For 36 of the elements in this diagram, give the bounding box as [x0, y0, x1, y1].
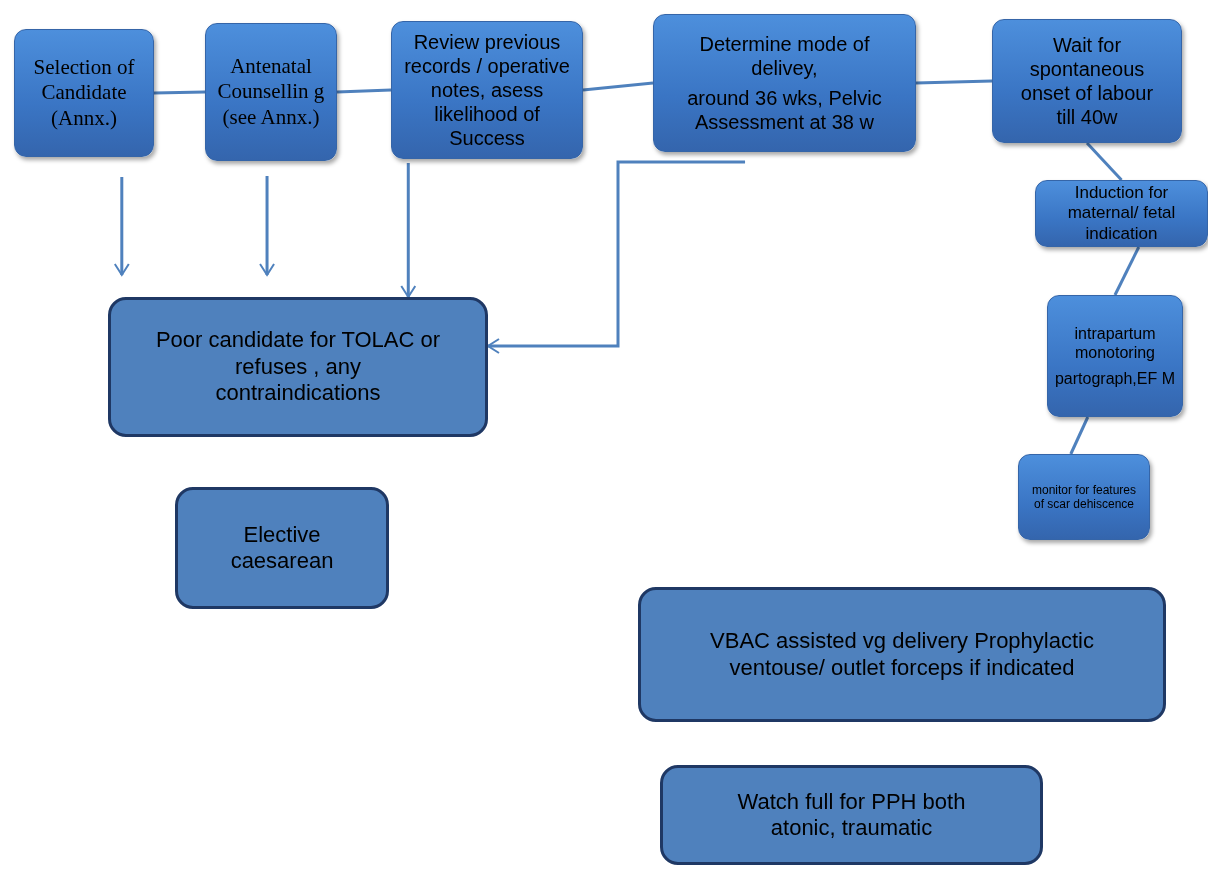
process-box	[108, 297, 488, 437]
box-text: intrapartum monotoring	[1073, 324, 1157, 363]
box-text: Induction for maternal/ fetal indication	[1066, 182, 1177, 245]
process-box	[1035, 180, 1208, 247]
box-text: Poor candidate for TOLAC or refuses , any contraindications	[154, 327, 442, 407]
connector-line	[1113, 246, 1141, 296]
connector-line	[582, 81, 654, 92]
box-text: around 36 wks, Pelvic Assessment at 38 w	[686, 86, 883, 134]
process-box	[653, 14, 916, 152]
process-box	[14, 29, 154, 157]
box-text: Selection of Candidate (Annx.)	[32, 55, 136, 131]
box-text: monitor for features of scar dehiscence	[1031, 482, 1137, 512]
connector-line	[336, 88, 392, 94]
process-box	[638, 587, 1166, 722]
connector-line	[1085, 141, 1123, 182]
box-text: Review previous records / operative notes, asess likelihood of Success	[403, 30, 571, 150]
arrow	[259, 176, 276, 276]
process-box	[660, 765, 1043, 865]
process-box	[1047, 295, 1183, 417]
box-text: Elective caesarean	[229, 521, 335, 575]
process-box	[175, 487, 389, 609]
box-text: Antenatal Counsellin g (see Annx.)	[216, 54, 326, 130]
process-box	[992, 19, 1182, 143]
connector-line	[915, 79, 993, 85]
connector-line	[1069, 416, 1090, 455]
arrow	[400, 163, 417, 298]
process-box	[391, 21, 583, 159]
connector-line	[153, 90, 206, 95]
arrow	[113, 177, 130, 276]
box-text: Watch full for PPH both atonic, traumatic	[736, 788, 967, 842]
box-text: Wait for spontaneous onset of labour till 40w	[1019, 33, 1155, 129]
process-box	[1018, 454, 1150, 540]
box-text: partograph,EF M	[1054, 368, 1176, 388]
process-box	[205, 23, 337, 161]
arrow	[487, 160, 746, 354]
box-text: VBAC assisted vg delivery Prophylactic ventouse/ outlet forceps if indicated	[709, 628, 1095, 681]
